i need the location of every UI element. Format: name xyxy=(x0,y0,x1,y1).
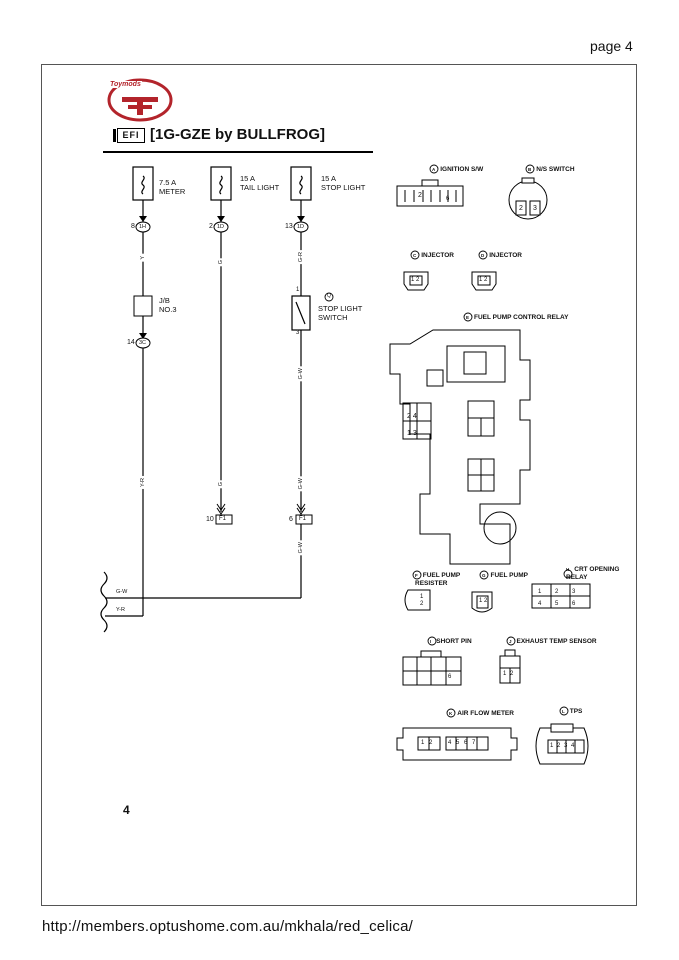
wire-color-stop-lower: G-W xyxy=(298,476,304,492)
fuse-meter-connector: 1H xyxy=(139,224,147,230)
connector-c-pins: 1 2 xyxy=(411,277,420,283)
wires xyxy=(100,200,302,633)
wire-color-tail-lower: G xyxy=(218,480,224,489)
efi-badge: EFI xyxy=(113,128,145,143)
connector-b-pin-3: 3 xyxy=(533,205,537,212)
bus-label-yr: Y-R xyxy=(116,607,125,613)
fuse-tail-pin: 2 xyxy=(209,223,213,230)
connector-l-pins: 1 2 3 4 xyxy=(550,743,575,749)
bus-label-gw: G-W xyxy=(116,589,128,595)
fuse-stop-connector: 1D xyxy=(297,224,305,230)
stop-switch-label: STOP LIGHT SWITCH xyxy=(318,304,363,322)
stop-switch-letter: Q xyxy=(327,293,331,299)
f1-stop-id: F1 xyxy=(299,516,307,522)
connector-k-pins-b: 4 5 6 7 xyxy=(448,740,476,746)
f1-tail-id: F1 xyxy=(219,516,227,522)
wire-color-stop-bottom: G-W xyxy=(298,540,304,556)
stop-switch-pin-in: 1 xyxy=(296,287,300,293)
footer-page-number: 4 xyxy=(123,803,130,817)
wire-color-meter-lower: Y-R xyxy=(140,476,146,489)
source-url[interactable]: http://members.optushome.com.au/mkhala/r… xyxy=(42,918,414,935)
wire-color-meter-upper: Y xyxy=(140,254,146,262)
page-number-label: page 4 xyxy=(590,38,633,54)
wire-color-tail-upper: G xyxy=(218,258,224,267)
connector-b-pin-2: 2 xyxy=(519,205,523,212)
diagram-frame xyxy=(41,64,637,906)
wire-color-stop-upper: G-R xyxy=(298,250,304,265)
f1-tail-pin: 10 xyxy=(206,516,214,523)
toymods-logo xyxy=(107,78,173,122)
jb-connector: 3C xyxy=(139,340,147,346)
title-rule xyxy=(103,151,373,153)
fuse-tail-connector: 1D xyxy=(217,224,225,230)
f1-stop-pin: 6 xyxy=(289,516,293,523)
connector-i-pin: 6 xyxy=(448,674,452,680)
wire-color-stop-mid: G-W xyxy=(298,366,304,382)
logo-text: Toymods xyxy=(109,81,142,88)
diagram-title: [1G-GZE by BULLFROG] xyxy=(150,126,325,143)
connector-a-pin-2: 2 xyxy=(418,192,422,199)
connector-d-pins: 1 2 xyxy=(479,277,488,283)
connector-j-pins: 1 2 xyxy=(503,671,514,677)
stop-switch-pin-out: 3 xyxy=(296,330,300,336)
connector-a-pin-6: 6 xyxy=(446,196,450,202)
jb-label: J/B NO.3 xyxy=(159,296,177,314)
connector-g-pins: 1 2 xyxy=(479,598,488,604)
fuse-meter-pin: 8 xyxy=(131,223,135,230)
jb-pin: 14 xyxy=(127,339,135,346)
connector-a-shape xyxy=(396,179,464,207)
connector-k-pins-a: 1 2 xyxy=(421,740,433,746)
fuse-stop-pin: 13 xyxy=(285,223,293,230)
